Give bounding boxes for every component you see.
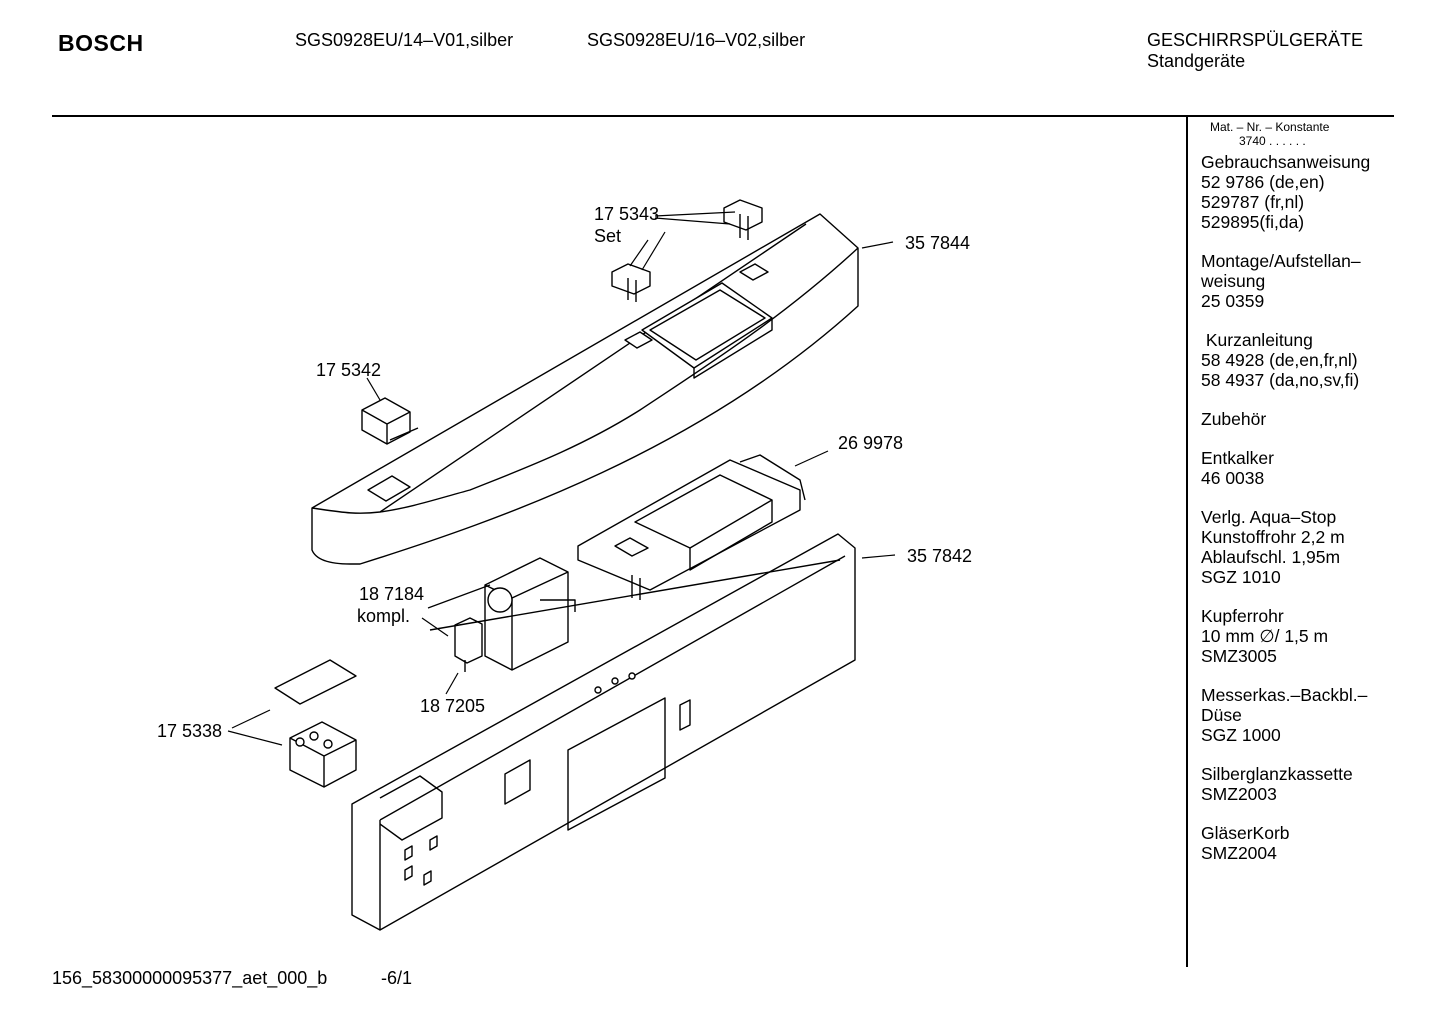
part-label-269978: 26 9978 <box>838 433 903 453</box>
sidebar-line: GläserKorb <box>1201 823 1290 843</box>
sidebar-line: 58 4937 (da,no,sv,fi) <box>1201 370 1360 390</box>
part-label-175338: 17 5338 <box>157 721 222 741</box>
mat-number-label: Mat. – Nr. – Konstante <box>1210 120 1330 134</box>
sidebar-line: Zubehör <box>1201 409 1267 429</box>
category-title: GESCHIRRSPÜLGERÄTE <box>1147 30 1364 50</box>
sidebar-line: 529895(fi,da) <box>1201 212 1305 232</box>
electronic-module <box>577 454 806 600</box>
category-block: GESCHIRRSPÜLGERÄTE Standgeräte <box>1147 30 1363 72</box>
sidebar-divider <box>1186 117 1188 967</box>
part-label-175342: 17 5342 <box>316 360 381 380</box>
button-set <box>611 199 763 302</box>
model-number-1: SGS0928EU/14–V01,silber <box>295 30 514 50</box>
sidebar-line: Messerkas.–Backbl.– <box>1201 685 1368 705</box>
sidebar-line: SMZ2004 <box>1201 843 1277 863</box>
brand-logo: BOSCH <box>58 30 144 56</box>
sidebar-line: Düse <box>1201 705 1242 725</box>
footer-doc-id: 156_58300000095377_aet_000_b <box>52 968 328 988</box>
part-labels: 17 5343 Set 35 7844 17 5342 26 9978 35 7… <box>157 204 972 741</box>
sidebar-line: 25 0359 <box>1201 291 1265 311</box>
mat-number-value: 3740 . . . . . . <box>1239 134 1306 148</box>
sidebar-line: Ablaufschl. 1,95m <box>1201 547 1341 567</box>
part-label-187184-kompl: kompl. <box>357 606 410 626</box>
header-divider <box>52 115 1394 117</box>
footer-page-number: -6/1 <box>381 968 413 988</box>
sidebar-group: Zubehör <box>1201 409 1401 429</box>
knob-part <box>361 397 419 445</box>
sidebar-line: 58 4928 (de,en,fr,nl) <box>1201 350 1358 370</box>
sidebar-line: SMZ3005 <box>1201 646 1277 666</box>
sidebar-line: Kupferrohr <box>1201 606 1284 626</box>
part-label-187205: 18 7205 <box>420 696 485 716</box>
sidebar-line: 10 mm ∅/ 1,5 m <box>1201 626 1329 646</box>
sidebar-line: 46 0038 <box>1201 468 1265 488</box>
part-label-187184: 18 7184 <box>359 584 424 604</box>
leader-lines <box>227 211 896 746</box>
switch-assembly <box>484 557 576 671</box>
sidebar-line: SMZ2003 <box>1201 784 1277 804</box>
sidebar-line: Kurzanleitung <box>1201 330 1313 350</box>
category-subtitle: Standgeräte <box>1147 51 1246 71</box>
micro-switch <box>454 617 483 672</box>
sidebar-line: Silberglanzkassette <box>1201 764 1353 784</box>
sidebar-line: weisung <box>1201 271 1266 291</box>
housing-frame <box>351 533 856 931</box>
part-label-175343-set: Set <box>594 226 621 246</box>
sidebar-line: Verlg. Aqua–Stop <box>1201 507 1337 527</box>
relay-bracket <box>274 659 357 788</box>
sidebar-line: Montage/Aufstellan– <box>1201 251 1361 271</box>
model-number-2: SGS0928EU/16–V02,silber <box>587 30 806 50</box>
part-label-357844: 35 7844 <box>905 233 970 253</box>
part-label-357842: 35 7842 <box>907 546 972 566</box>
sidebar-line: Entkalker <box>1201 448 1274 468</box>
sidebar-line: 52 9786 (de,en) <box>1201 172 1325 192</box>
sidebar-line: Gebrauchsanweisung <box>1201 152 1371 172</box>
control-panel-fascia <box>311 213 859 565</box>
sidebar-line: SGZ 1000 <box>1201 725 1281 745</box>
sidebar-line: Kunstoffrohr 2,2 m <box>1201 527 1345 547</box>
sidebar-line: 529787 (fr,nl) <box>1201 192 1305 212</box>
sidebar-parts-list: Mat. – Nr. – Konstante 3740 . . . . . . … <box>1201 120 1401 863</box>
part-label-175343: 17 5343 <box>594 204 659 224</box>
exploded-parts-diagram: 17 5343 Set 35 7844 17 5342 26 9978 35 7… <box>157 199 972 931</box>
sidebar-line: SGZ 1010 <box>1201 567 1281 587</box>
